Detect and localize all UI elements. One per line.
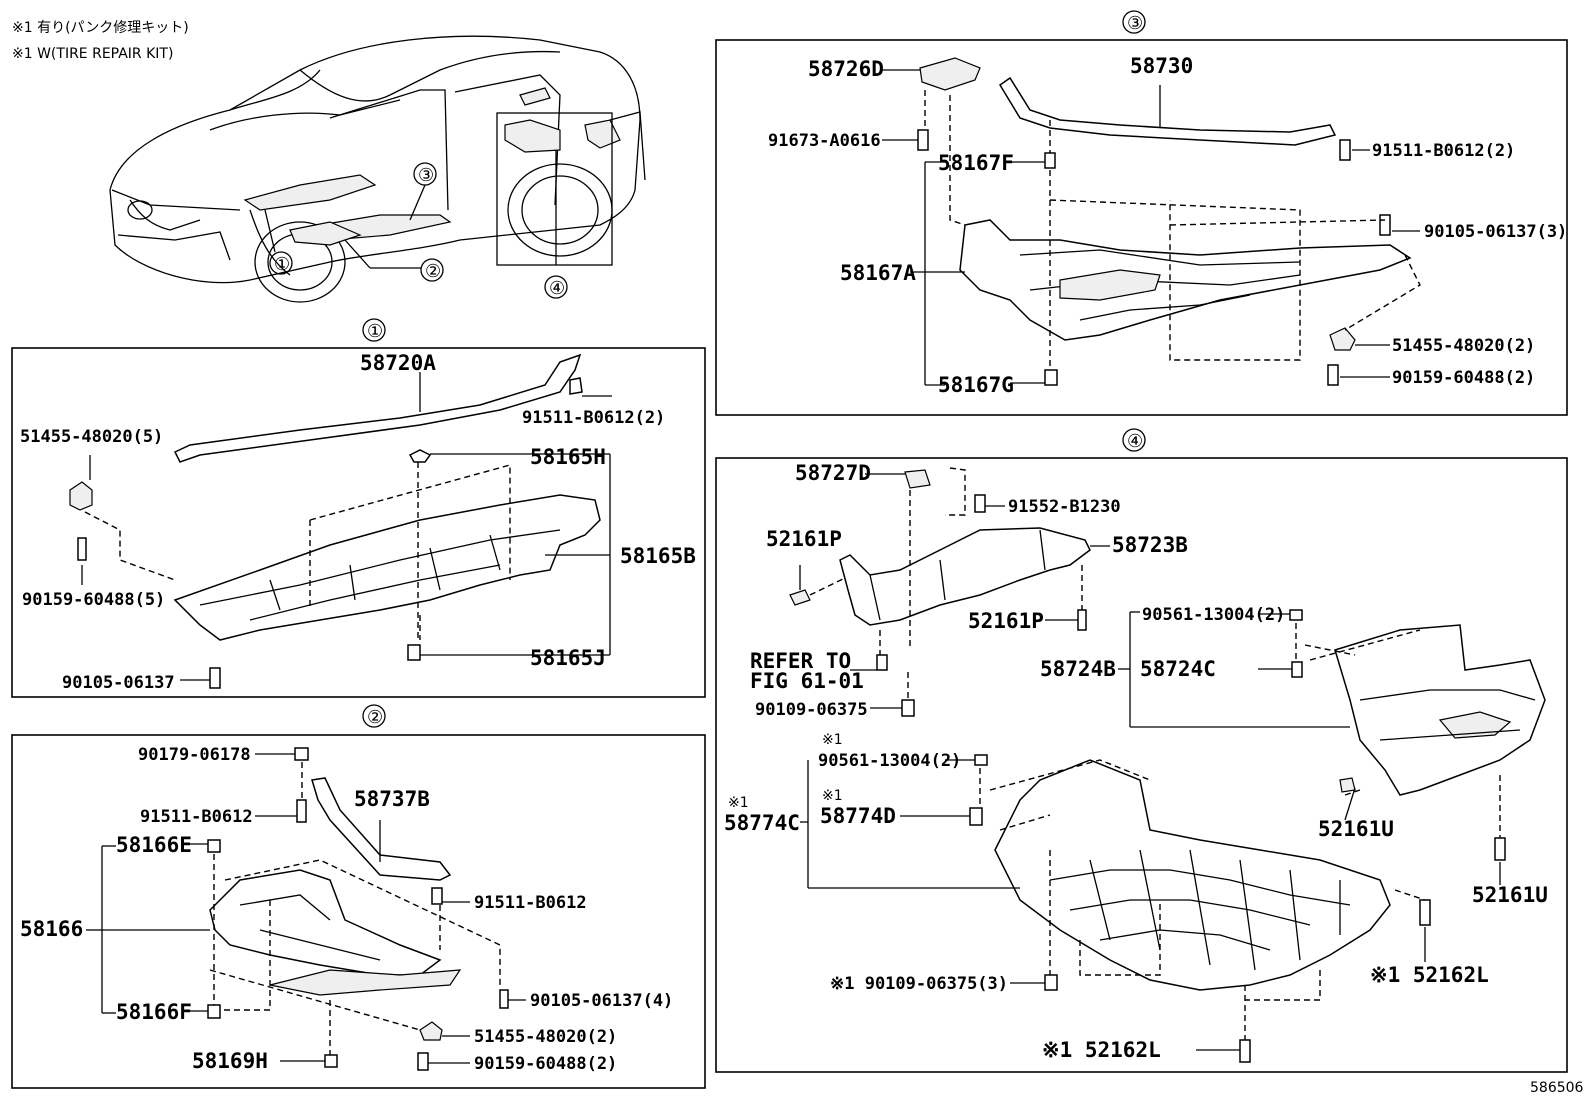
label-90561-13004-2-b: 90561-13004(2)	[818, 751, 961, 771]
label-52161U-b: 52161U	[1472, 883, 1548, 907]
label-52162L-b: ※1 52162L	[1042, 1038, 1161, 1062]
mark-note-1a: ※1	[822, 732, 843, 748]
panel-1: ① 58720A 91511-B0612(2) 5145	[11, 318, 706, 698]
label-91511-B0612-2-p3: 91511-B0612(2)	[1372, 141, 1515, 161]
label-58165J: 58165J	[530, 646, 606, 670]
callout-1-overview: ①	[264, 209, 293, 275]
label-52162L-a: ※1 52162L	[1370, 963, 1489, 987]
panel-4: ④	[715, 428, 1568, 1073]
label-90109-06375: 90109-06375	[755, 700, 868, 720]
label-51455-48020-5: 51455-48020(5)	[20, 427, 163, 447]
label-91673-A0616: 91673-A0616	[768, 131, 881, 151]
label-90159-60488-2-p2: 90159-60488(2)	[474, 1054, 617, 1074]
label-90561-13004-2-a: 90561-13004(2)	[1142, 605, 1285, 625]
mark-note-1b: ※1	[822, 788, 843, 804]
svg-text:②: ②	[425, 261, 441, 281]
label-52161U-a: 52161U	[1318, 817, 1394, 841]
label-58727D: 58727D	[795, 461, 871, 485]
label-90105-06137-4: 90105-06137(4)	[530, 991, 673, 1011]
label-58774C: 58774C	[724, 811, 800, 835]
label-58724C: 58724C	[1140, 657, 1216, 681]
label-90109-06375-3: ※1 90109-06375(3)	[830, 974, 1008, 994]
panel-3: ③	[715, 10, 1568, 416]
svg-text:③: ③	[418, 165, 434, 185]
label-52161P-a: 52161P	[766, 527, 842, 551]
label-90159-60488-2-p3: 90159-60488(2)	[1392, 368, 1535, 388]
label-58167G: 58167G	[938, 373, 1014, 397]
panel-2-title: ②	[367, 707, 383, 727]
label-fig-61-01: FIG 61-01	[750, 669, 864, 693]
note-line-en: ※1 W(TIRE REPAIR KIT)	[12, 46, 173, 62]
panel-3-title: ③	[1127, 13, 1143, 33]
label-58165H: 58165H	[530, 445, 606, 469]
label-51455-48020-2-p2: 51455-48020(2)	[474, 1027, 617, 1047]
note-line-jp: ※1 有り(パンク修理キット)	[12, 20, 189, 36]
label-58166F: 58166F	[116, 1000, 192, 1024]
svg-text:④: ④	[549, 278, 565, 298]
label-90105-06137-p1: 90105-06137	[62, 673, 175, 693]
label-51455-48020-2-p3: 51455-48020(2)	[1392, 336, 1535, 356]
callout-2-overview: ②	[344, 239, 444, 282]
label-90159-60488-5: 90159-60488(5)	[22, 590, 165, 610]
label-52161P-b: 52161P	[968, 609, 1044, 633]
label-58166E: 58166E	[116, 833, 192, 857]
label-91552-B1230: 91552-B1230	[1008, 497, 1121, 517]
label-58167A: 58167A	[840, 261, 916, 285]
label-58724B: 58724B	[1040, 657, 1116, 681]
panel-4-title: ④	[1127, 431, 1143, 451]
mark-note-1c: ※1	[728, 795, 749, 811]
label-58730: 58730	[1130, 54, 1193, 78]
label-90179-06178: 90179-06178	[138, 745, 251, 765]
label-58167F: 58167F	[938, 151, 1014, 175]
panel-1-title: ①	[367, 321, 383, 341]
label-90105-06137-3: 90105-06137(3)	[1424, 222, 1567, 242]
label-58726D: 58726D	[808, 57, 884, 81]
label-58720A: 58720A	[360, 351, 436, 375]
label-58723B: 58723B	[1112, 533, 1188, 557]
label-refer-to: REFER TO	[750, 649, 851, 673]
label-58774D: 58774D	[820, 804, 896, 828]
label-58169H: 58169H	[192, 1049, 268, 1073]
vehicle-overview-illustration	[109, 35, 646, 303]
callout-4-overview: ④	[544, 275, 568, 299]
label-58737B: 58737B	[354, 787, 430, 811]
label-91511-B0612-2: 91511-B0612(2)	[522, 408, 665, 428]
figure-id: 586506	[1530, 1080, 1584, 1096]
label-58166: 58166	[20, 917, 83, 941]
panel-2: ②	[11, 704, 706, 1089]
label-91511-B0612-a: 91511-B0612	[140, 807, 253, 827]
svg-text:①: ①	[274, 254, 290, 274]
label-58165B: 58165B	[620, 544, 696, 568]
label-91511-B0612-b: 91511-B0612	[474, 893, 587, 913]
callout-3-overview: ③	[409, 162, 437, 221]
